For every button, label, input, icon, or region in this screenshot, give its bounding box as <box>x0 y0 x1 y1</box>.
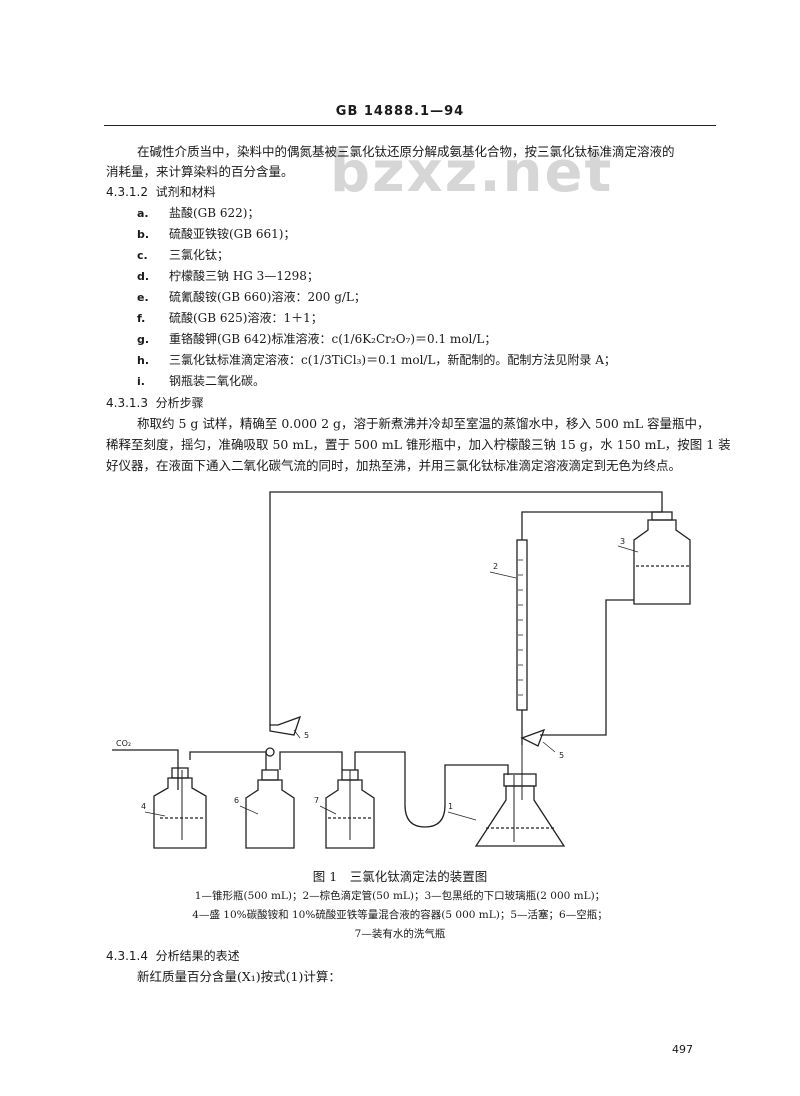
section-results-heading: 4.3.1.4 分析结果的表述 <box>106 947 240 964</box>
label-3: 3 <box>620 537 625 546</box>
reagent-item: d.柠檬酸三钠 HG 3—1298； <box>137 269 319 283</box>
section-reagents-title: 试剂和材料 <box>155 185 216 199</box>
bottle-6-stopper <box>261 769 279 781</box>
steps-line-3: 好仪器，在液面下通入二氧化碳气流的同时，加热至沸，并用三氯化钛标准滴定溶液滴定到… <box>106 458 682 473</box>
steps-line-1: 称取约 5 g 试样，精确至 0.000 2 g，溶于新煮沸并冷却至室温的蒸馏水… <box>137 416 710 431</box>
top-tube <box>269 491 663 725</box>
section-results-title: 分析结果的表述 <box>155 949 240 963</box>
burette <box>516 539 528 711</box>
reagent-item: e.硫氰酸铵(GB 660)溶液：200 g/L； <box>137 290 366 304</box>
label-7: 7 <box>314 796 319 805</box>
feed-tube <box>521 511 662 540</box>
figure-legend-line: 1—锥形瓶(500 mL)；2—棕色滴定管(50 mL)；3—包黑纸的下口玻璃瓶… <box>194 890 606 902</box>
bottle-6 <box>245 779 295 849</box>
section-reagents-number: 4.3.1.2 <box>106 185 148 199</box>
co2-label: CO₂ <box>116 739 131 748</box>
stopcock-5-left <box>269 715 302 736</box>
reagent-item: a.盐酸(GB 622)； <box>137 206 260 220</box>
figure-legend-line: 4—盛 10%碳酸铵和 10%硫酸亚铁等量混合液的容器(5 000 mL)；5—… <box>192 909 608 921</box>
section-steps-number: 4.3.1.3 <box>106 396 148 410</box>
label-5-right: 5 <box>559 751 564 760</box>
label-2: 2 <box>493 562 498 571</box>
section-reagents-heading: 4.3.1.2 试剂和材料 <box>106 183 216 200</box>
label-1: 1 <box>448 802 453 811</box>
intro-line-1: 在碱性介质当中，染料中的偶氮基被三氯化钛还原分解成氨基化合物，按三氯化钛标准滴定… <box>137 144 675 159</box>
intro-line-2: 消耗量，来计算染料的百分含量。 <box>106 164 294 179</box>
section-steps-title: 分析步骤 <box>155 396 204 410</box>
tube-4-6 <box>189 751 267 770</box>
label-4: 4 <box>141 802 146 811</box>
bottle-3-stopper <box>651 511 673 521</box>
apparatus-diagram: CO₂ 1 2 3 4 5 5 6 7 <box>112 491 691 849</box>
results-line: 新红质量百分含量(X₁)按式(1)计算： <box>137 969 341 984</box>
tube-6-7 <box>279 751 343 770</box>
watermark: bzxz.net <box>330 140 614 205</box>
reagent-item: i.钢瓶装二氧化碳。 <box>137 374 266 388</box>
bottle-4-stopper <box>171 767 189 779</box>
reagent-item: f.硫酸(GB 625)溶液：1＋1； <box>137 311 323 325</box>
steps-line-2: 稀释至刻度，摇匀，准确吸取 50 mL，置于 500 mL 锥形瓶中，加入柠檬酸… <box>106 437 731 452</box>
reagent-item: c.三氯化钛； <box>137 248 230 262</box>
u-trap-tube <box>354 751 509 828</box>
page-number: 497 <box>672 1043 693 1056</box>
co2-inlet <box>112 749 179 790</box>
standard-code: GB 14888.1—94 <box>335 104 465 119</box>
reagent-item: h.三氯化钛标准滴定溶液：c(1/3TiCl₃)＝0.1 mol/L，新配制的。… <box>137 353 616 367</box>
section-steps-heading: 4.3.1.3 分析步骤 <box>106 394 204 411</box>
reagent-item: g.重铬酸钾(GB 642)标准溶液：c(1/6K₂Cr₂O₇)＝0.1 mol… <box>137 332 497 346</box>
reagent-item: b.硫酸亚铁铵(GB 661)； <box>137 227 296 241</box>
section-results-number: 4.3.1.4 <box>106 949 148 963</box>
label-6: 6 <box>234 796 239 805</box>
return-tube <box>540 599 634 736</box>
bottle-4 <box>153 777 207 849</box>
label-5-left: 5 <box>304 731 309 740</box>
stopcock-5-right <box>520 728 546 747</box>
flask-1-stopper <box>503 773 537 787</box>
bottle-7 <box>325 779 375 849</box>
figure-caption: 图 1 三氯化钛滴定法的装置图 <box>312 869 488 884</box>
figure-legend-line: 7—装有水的洗气瓶 <box>354 928 446 940</box>
bottle-3 <box>633 519 691 605</box>
header-rule <box>104 125 716 126</box>
flask-1 <box>474 785 566 847</box>
